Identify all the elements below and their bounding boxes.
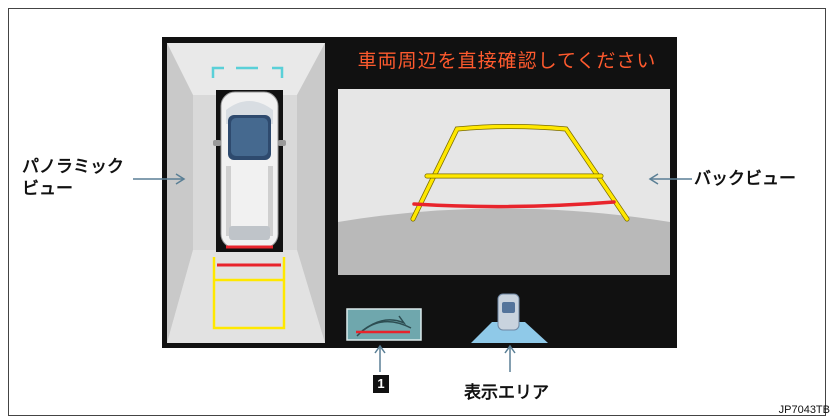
panorama-right-shade [297, 43, 325, 343]
front-guide-brackets [211, 66, 284, 78]
panorama-rear-guides [212, 257, 286, 330]
figure-code: JP7043TB [778, 404, 830, 416]
figure-frame [8, 8, 826, 416]
guide-lines-button [346, 308, 422, 341]
panorama-left-shade [167, 43, 193, 343]
car-top-view [213, 91, 286, 249]
callout-arrows [133, 173, 692, 372]
back-view-ground [338, 208, 670, 275]
back-view-label: バックビュー [694, 169, 796, 189]
panoramic-view-label: パノラミック ビュー [22, 157, 124, 199]
display-area-label: 表示エリア [464, 383, 549, 403]
panorama-bottom-shade [167, 250, 325, 343]
back-view-guide-lines [410, 124, 630, 222]
caution-message: 車両周辺を直接確認してください [357, 50, 657, 72]
callout-number-badge: 1 [373, 375, 389, 393]
display-area-indicator [471, 293, 548, 343]
